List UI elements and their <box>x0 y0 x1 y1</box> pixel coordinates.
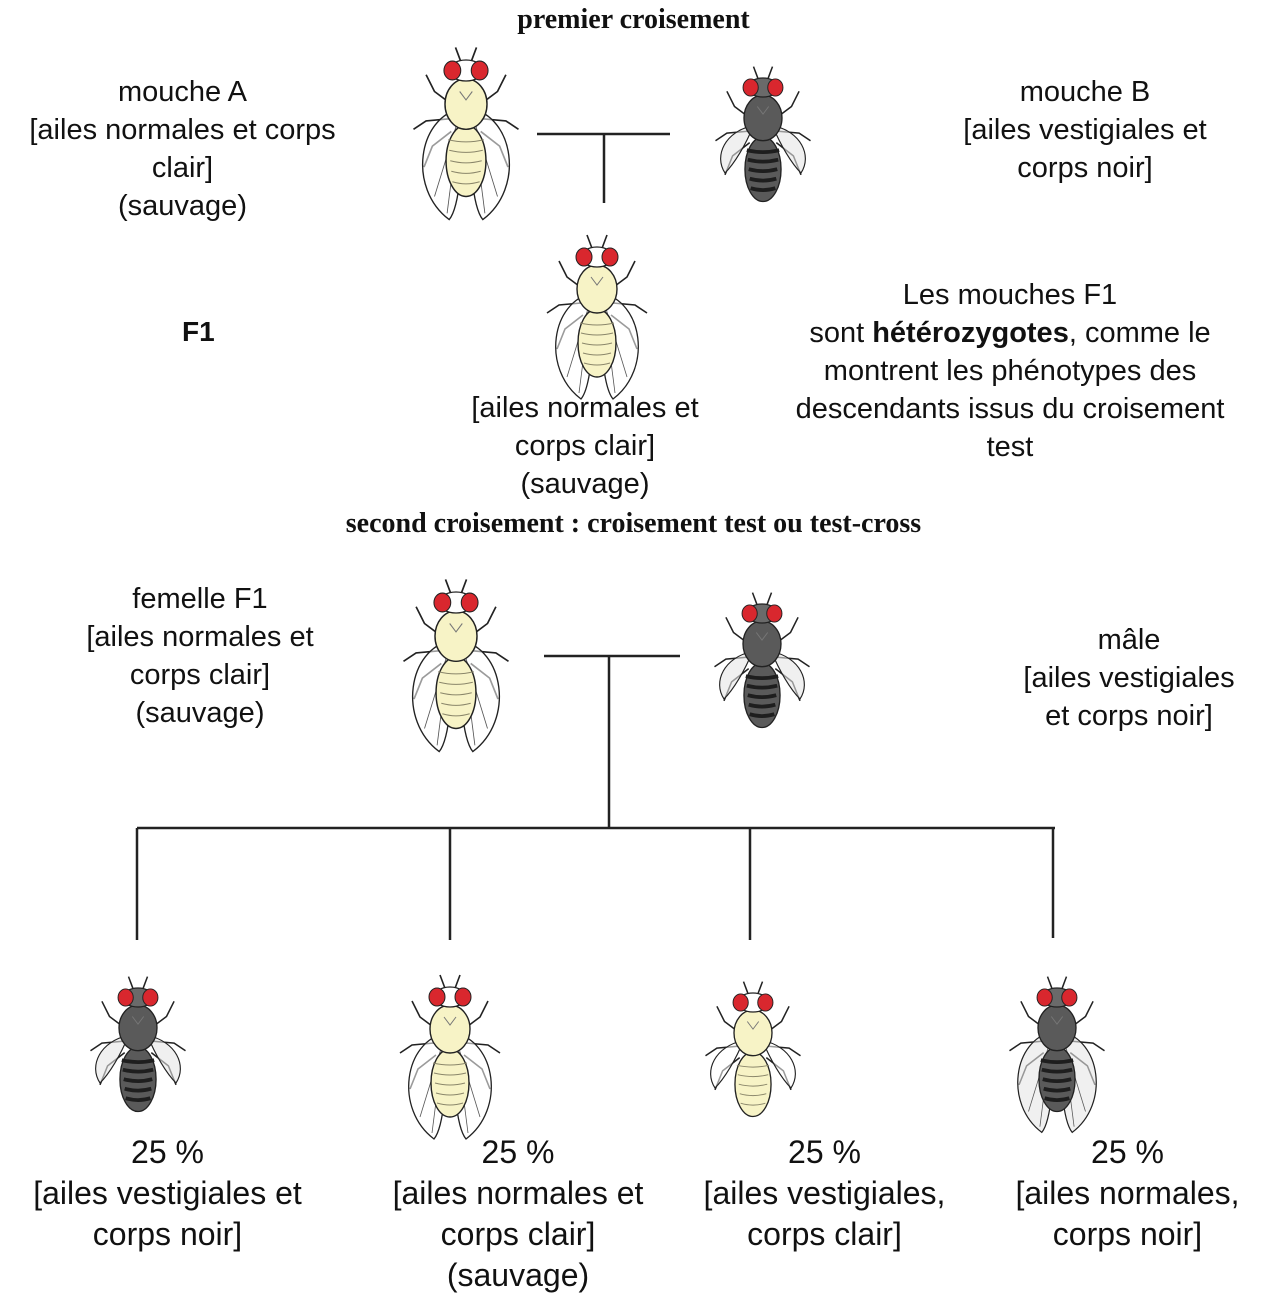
offspring-4-label: 25 %[ailes normales,corps noir] <box>995 1132 1260 1255</box>
offspring-3-label: 25 %[ailes vestigiales,corps clair] <box>682 1132 967 1255</box>
fly-offspring-4 <box>987 955 1127 1145</box>
fly-offspring-1 <box>68 955 208 1145</box>
f1-heterozygote-note: Les mouches F1 sont hétérozygotes, comme… <box>760 276 1260 466</box>
fly-mouche-a <box>396 33 536 223</box>
fly-offspring-2 <box>380 957 520 1147</box>
heterozygotes-emphasis: hétérozygotes <box>872 317 1069 349</box>
fly-offspring-3 <box>683 960 823 1150</box>
fly-male <box>692 571 832 761</box>
f1-label: F1 <box>182 316 215 348</box>
fly-mouche-b <box>693 45 833 235</box>
fly-femelle <box>386 565 526 755</box>
fly-f1 <box>527 217 667 407</box>
